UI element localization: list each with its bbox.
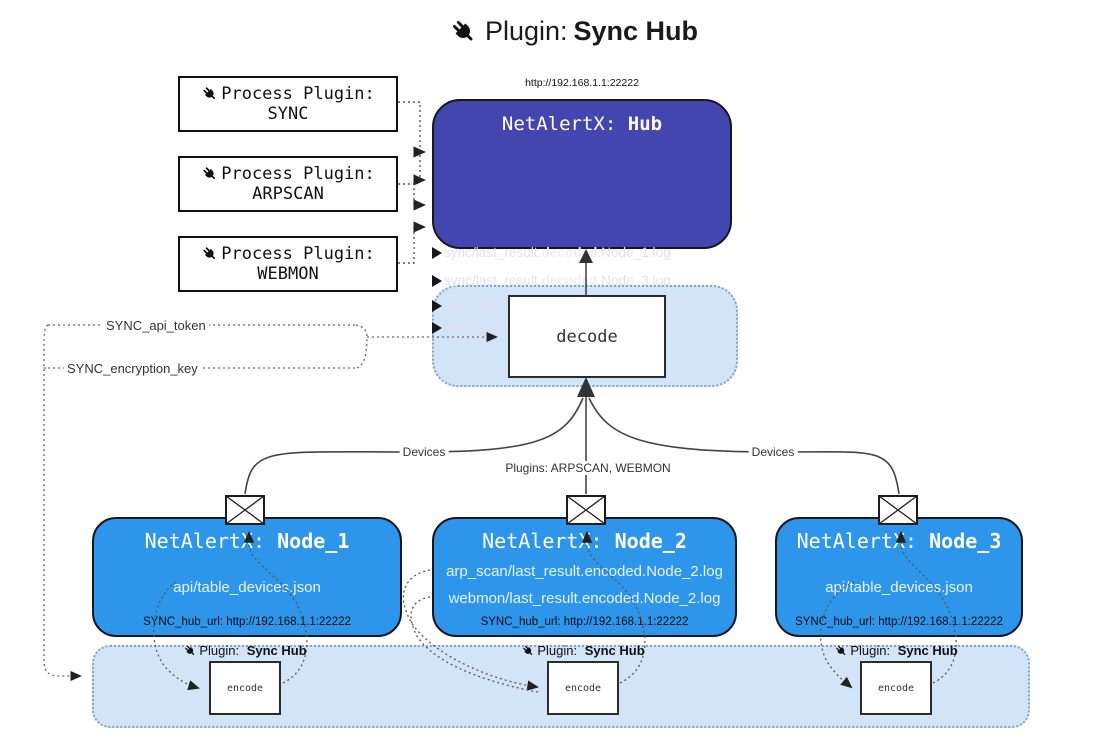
encode-box: encode [209, 661, 281, 715]
node-title: NetAlertX: Node_1 [144, 529, 350, 553]
encode-box: encode [860, 661, 932, 715]
encoder-plugin-label: Plugin: Sync Hub [521, 643, 645, 658]
node-file-line: webmon/last_result.encoded.Node_2.log [448, 590, 721, 607]
node-3-box: NetAlertX: Node_3 api/table_devices.json… [775, 517, 1023, 637]
plug-icon [521, 644, 535, 658]
plug-icon [183, 644, 197, 658]
process-plugin-label: Process Plugin: [221, 164, 375, 184]
devices-label-left: Devices [399, 445, 449, 459]
node-2-box: NetAlertX: Node_2 arp_scan/last_result.e… [432, 517, 737, 637]
process-plugin-sync: Process Plugin: SYNC [178, 76, 398, 132]
node-hub-url: SYNC_hub_url: http://192.168.1.1:22222 [480, 616, 689, 628]
plug-icon [449, 17, 479, 47]
sync-encryption-key-label: SYNC_encryption_key [64, 361, 201, 376]
hub-log-line: sync/last_result.decoded.Node_1.log [432, 245, 671, 260]
node-1-box: NetAlertX: Node_1 api/table_devices.json… [92, 517, 402, 637]
decode-label: decode [556, 326, 618, 347]
plug-icon [201, 245, 219, 263]
process-plugin-name: ARPSCAN [252, 184, 324, 204]
node-hub-url: SYNC_hub_url: http://192.168.1.1:22222 [143, 616, 351, 628]
title-name: Sync Hub [573, 16, 699, 46]
node-file-line: api/table_devices.json [825, 579, 973, 596]
process-plugin-label: Process Plugin: [221, 244, 375, 264]
encoder-plugin-label: Plugin: Sync Hub [183, 643, 307, 658]
title-prefix: Plugin: [484, 16, 568, 46]
process-plugin-arpscan: Process Plugin: ARPSCAN [178, 156, 398, 212]
node-title: NetAlertX: Node_2 [482, 529, 687, 553]
decode-box: decode [508, 295, 666, 378]
hub-url-label: http://192.168.1.1:22222 [525, 77, 639, 89]
node-file-line: api/table_devices.json [173, 579, 321, 596]
envelope-icon [225, 495, 265, 525]
page-title: Plugin: Sync Hub [0, 16, 1117, 47]
node-file-line: arp_scan/last_result.encoded.Node_2.log [446, 563, 723, 580]
process-plugin-name: SYNC [267, 104, 309, 124]
envelope-icon [878, 495, 918, 525]
encode-label: encode [226, 682, 264, 694]
hub-title-prefix: NetAlertX: [501, 113, 617, 135]
encode-label: encode [877, 682, 915, 694]
process-plugin-label: Process Plugin: [221, 84, 375, 104]
encode-box: encode [547, 661, 619, 715]
hub-title: NetAlertX: Hub [434, 113, 730, 135]
encode-label: encode [564, 682, 602, 694]
hub-log-line: sync/last_result.decoded.Node_3.log [432, 273, 671, 288]
sync-api-token-label: SYNC_api_token [103, 318, 209, 333]
devices-label-right: Devices [748, 445, 798, 459]
plugins-label: Plugins: ARPSCAN, WEBMON [502, 461, 674, 475]
process-plugin-name: WEBMON [257, 264, 319, 284]
envelope-icon [566, 495, 606, 525]
hub-box: NetAlertX: Hub sync/last_result.decoded.… [431, 99, 732, 335]
node-hub-url: SYNC_hub_url: http://192.168.1.1:22222 [795, 616, 1003, 628]
node-title: NetAlertX: Node_3 [796, 529, 1002, 553]
plug-icon [201, 165, 219, 183]
plug-icon [834, 644, 848, 658]
process-plugin-webmon: Process Plugin: WEBMON [178, 236, 398, 292]
plugin-hub-connectors [398, 101, 427, 264]
plug-icon [201, 85, 219, 103]
encoder-plugin-label: Plugin: Sync Hub [834, 643, 958, 658]
hub-title-name: Hub [627, 113, 663, 135]
